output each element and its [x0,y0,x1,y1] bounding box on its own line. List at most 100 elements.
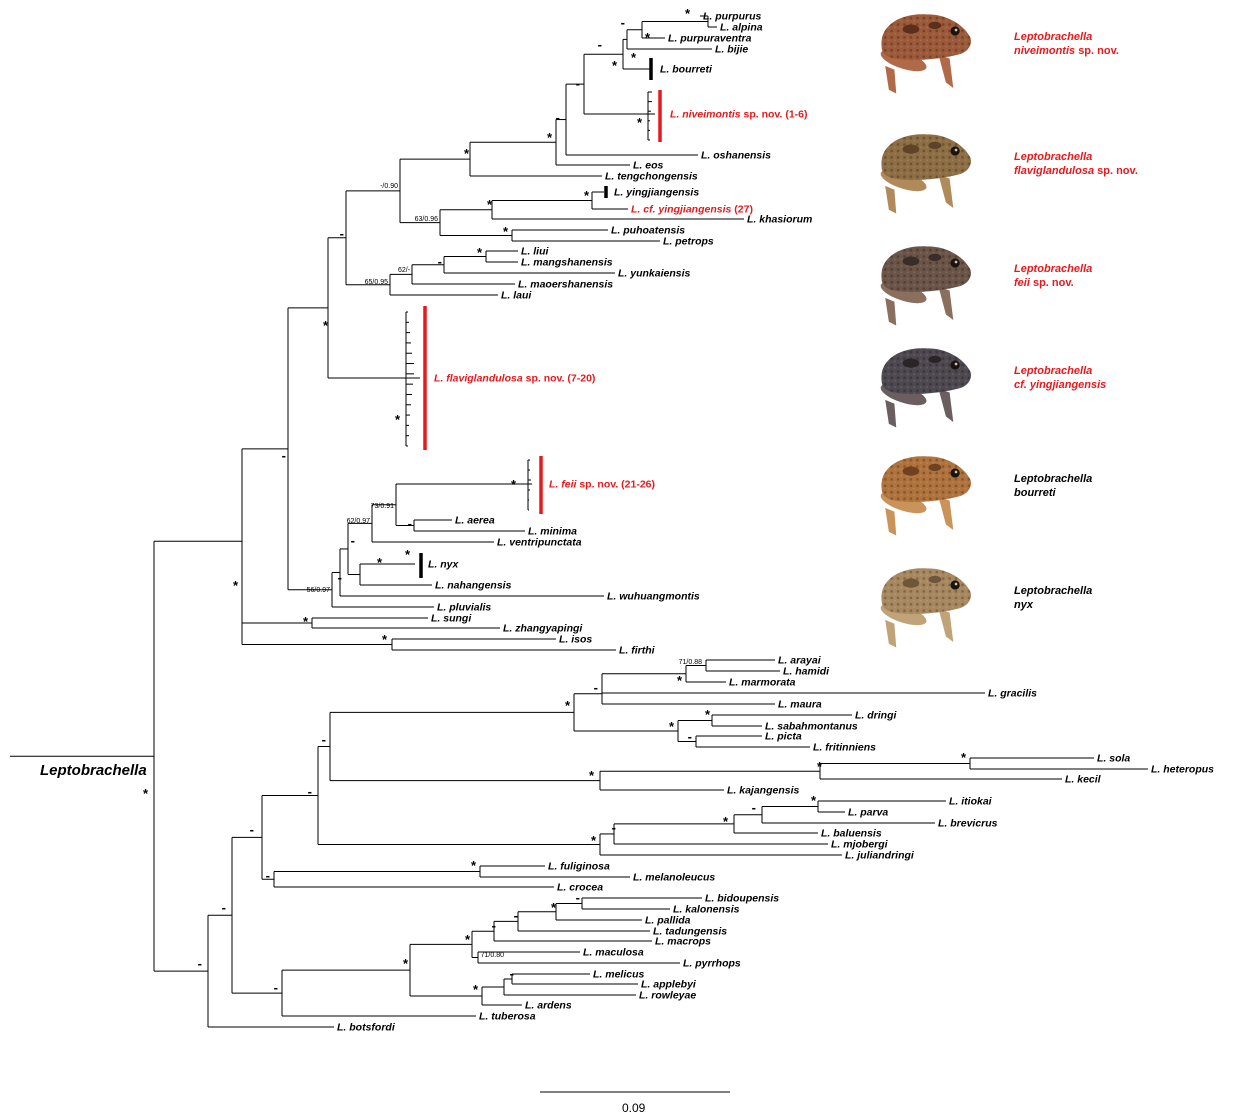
support-value: 73/0.91 [371,503,394,510]
support-value: * [677,673,683,688]
support-value: - [274,980,278,995]
photo-caption-genus: Leptobrachella [1014,365,1092,377]
support-value: - [621,15,625,30]
tip-label-tengchongensis: L. tengchongensis [605,171,698,183]
tip-label-macrops: L. macrops [655,936,711,948]
support-value: - [308,784,312,799]
tip-label-heteropus: L. heteropus [1151,764,1214,776]
support-value: 65/0.95 [365,279,388,286]
photo-caption-genus: Leptobrachella [1014,31,1092,43]
tip-label-bijie: L. bijie [715,44,748,56]
support-value: - [408,516,412,531]
support-value: - [338,570,342,585]
tip-label-khasiorum: L. khasiorum [747,214,812,226]
support-value: - [266,868,270,883]
support-value: 62/- [398,267,411,274]
tip-label-oshanensis: L. oshanensis [701,150,771,162]
tip-label-yunkaiensis: L. yunkaiensis [618,268,691,280]
tip-label-maculosa: L. maculosa [583,947,644,959]
support-value: * [961,750,967,765]
tip-label-marmorata: L. marmorata [729,677,796,689]
support-value: * [303,614,309,629]
tip-label-fritinniens: L. fritinniens [813,742,876,754]
support-value: - [576,76,580,91]
support-value: - [282,448,286,463]
support-value: - [612,820,616,835]
support-value: * [377,555,383,570]
tip-label-bourreti: L. bourreti [660,64,713,76]
support-value: * [565,698,571,713]
photo-caption-species: flaviglandulosa sp. nov. [1014,165,1138,177]
photo-caption-genus: Leptobrachella [1014,151,1092,163]
tree-branches [10,16,1148,1027]
tip-label-brevicrus: L. brevicrus [938,818,998,830]
support-value: * [705,707,711,722]
support-value: - [688,729,692,744]
tip-label-crocea: L. crocea [557,882,603,894]
support-value: * [403,956,409,971]
support-value: - [752,800,756,815]
tip-label-feii: L. feii sp. nov. (21-26) [549,479,655,491]
tip-label-pyrrhops: L. pyrrhops [683,958,741,970]
tip-label-fuliginosa: L. fuliginosa [548,861,610,873]
support-value: - [514,908,518,923]
tip-label-kajangensis: L. kajangensis [727,785,800,797]
tip-label-gracilis: L. gracilis [988,688,1037,700]
tip-label-nahangensis: L. nahangensis [435,580,512,592]
support-value: * [477,245,483,260]
tip-label-rowleyae: L. rowleyae [639,990,696,1002]
support-value: 56/0.97 [307,587,330,594]
tip-label-mangshanensis: L. mangshanensis [521,257,613,269]
specimen-photos: Leptobrachella niveimontis sp. nov. Lepto… [878,14,1138,647]
tip-label-niveimontis: L. niveimontis sp. nov. (1-6) [670,109,808,121]
tip-label-flaviglandulosa: L. flaviglandulosa sp. nov. (7-20) [434,373,595,385]
support-value: - [492,918,496,933]
tip-label-nyx: L. nyx [428,559,460,571]
tip-label-itiokai: L. itiokai [949,796,993,808]
support-value: * [685,6,691,21]
support-value: * [395,412,401,427]
frog-photo [878,568,971,647]
tip-label-parva: L. parva [848,807,888,819]
support-value: - [510,966,514,981]
tip-label-yingjiangensis: L. yingjiangensis [614,187,699,199]
support-value: * [591,833,597,848]
support-value: * [612,58,618,73]
photo-caption-species: bourreti [1014,487,1057,499]
frog-photo [878,348,971,427]
support-value: * [811,793,817,808]
support-value: - [351,533,355,548]
tip-label-juliandringi: L. juliandringi [845,850,915,862]
support-value: - [556,110,560,125]
tip-label-dringi: L. dringi [855,710,897,722]
photo-caption-genus: Leptobrachella [1014,585,1092,597]
photo-caption-genus: Leptobrachella [1014,473,1092,485]
tip-label-sungi: L. sungi [431,613,472,625]
tip-label-firthi: L. firthi [619,645,656,657]
support-value: - [340,226,344,241]
support-value: 71/0.80 [481,952,504,959]
support-value: - [598,37,602,52]
tip-label-laui: L. laui [501,290,532,302]
support-value: -/0.90 [380,183,398,190]
photo-caption-genus: Leptobrachella [1014,263,1092,275]
tip-label-ventripunctata: L. ventripunctata [497,537,582,549]
tip-label-botsfordi: L. botsfordi [337,1022,396,1034]
support-value: * [817,759,823,774]
support-value: 71/0.88 [679,659,702,666]
frog-photo [878,246,971,325]
support-value: - [438,254,442,269]
support-value: - [594,680,598,695]
photo-caption-species: niveimontis sp. nov. [1014,45,1119,57]
support-value: - [198,956,202,971]
tip-label-aerea: L. aerea [455,515,495,527]
photo-caption-species: nyx [1014,599,1034,611]
support-value: * [503,224,509,239]
tip-label-maoershanensis: L. maoershanensis [518,279,613,291]
clade-bars [421,58,660,578]
tip-label-kecil: L. kecil [1065,774,1102,786]
tip-label-wuhuangmontis: L. wuhuangmontis [607,591,700,603]
frog-photo [878,456,971,535]
support-value: - [222,900,226,915]
